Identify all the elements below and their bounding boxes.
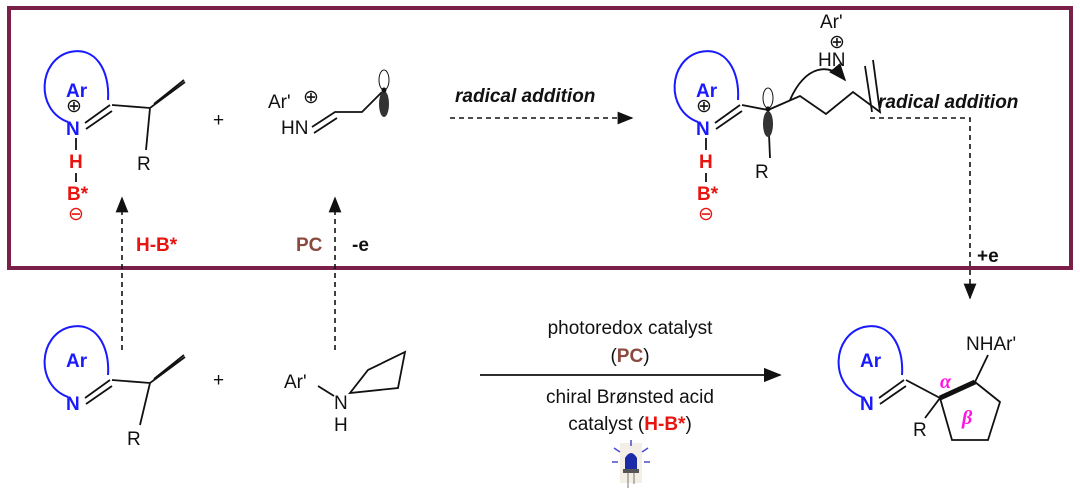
nhar-label: NHAr' xyxy=(966,334,1016,355)
conditions-photocatalyst: photoredox catalyst xyxy=(548,318,713,339)
h-label: H xyxy=(699,152,713,173)
vinylazaarene: Ar N R xyxy=(43,325,186,450)
radical-addition-label-2: radical addition xyxy=(878,92,1018,113)
minus-charge: ⊖ xyxy=(68,204,84,225)
paren: ( xyxy=(610,346,617,367)
plus-charge: ⊕ xyxy=(303,87,319,108)
alpha-label: α xyxy=(940,371,952,393)
r-label: R xyxy=(755,162,769,183)
h-label: H xyxy=(334,415,348,436)
cyclopentylamine-product: Ar N R NHAr' α β xyxy=(837,325,1016,441)
paren: ) xyxy=(685,414,691,435)
r-label: R xyxy=(137,154,151,175)
reduction-label: +e xyxy=(977,246,999,267)
plus-sign: + xyxy=(213,370,224,391)
n-label: N xyxy=(696,119,710,140)
n-label: N xyxy=(66,394,80,415)
text: catalyst ( xyxy=(568,414,645,435)
minus-charge: ⊖ xyxy=(698,204,714,225)
pc-text: PC xyxy=(617,346,644,367)
acid-text: H-B* xyxy=(644,414,686,435)
p-orbital-icon xyxy=(378,69,390,117)
ar-prime-label: Ar' xyxy=(284,372,307,393)
conditions-pc-line: (PC) xyxy=(610,346,649,367)
p-orbital-icon xyxy=(762,87,774,137)
h-label: H xyxy=(69,152,83,173)
radical-addition-label-1: radical addition xyxy=(455,86,595,107)
plus-charge: ⊕ xyxy=(66,96,82,117)
conditions-acid: chiral Brønsted acid xyxy=(546,387,714,408)
ar-prime-label: Ar' xyxy=(820,12,843,33)
paren: ) xyxy=(643,346,649,367)
protonated-vinylazaarene: Ar ⊕ N H B* ⊖ R xyxy=(43,50,186,225)
curved-arrow xyxy=(789,62,847,101)
distonic-radical-cation: Ar' ⊕ HN xyxy=(268,69,390,139)
r-label: R xyxy=(127,429,141,450)
ar-label: Ar xyxy=(66,81,88,102)
beta-label: β xyxy=(961,407,973,429)
n-label: N xyxy=(66,119,80,140)
ar-label: Ar xyxy=(696,81,718,102)
ar-label: Ar xyxy=(66,351,88,372)
pc-label: PC xyxy=(296,235,323,256)
ar-label: Ar xyxy=(860,351,882,372)
conditions-acid-line: catalyst (H-B*) xyxy=(568,414,692,435)
plus-charge: ⊕ xyxy=(829,32,845,53)
blue-led-icon xyxy=(612,440,650,488)
n-label: N xyxy=(334,393,348,414)
cyclopropylamine: Ar' N H xyxy=(284,350,407,436)
oxidation-label: -e xyxy=(352,235,369,256)
n-label: N xyxy=(860,394,874,415)
radical-addition-arrow-2 xyxy=(870,117,977,300)
mechanism-frame xyxy=(7,6,1073,270)
r-label: R xyxy=(913,420,927,441)
ar-prime-label: Ar' xyxy=(268,92,291,113)
acid-label: H-B* xyxy=(136,235,178,256)
radical-adduct: Ar ⊕ N H B* ⊖ R Ar' ⊕ HN xyxy=(673,12,882,225)
hn-label: HN xyxy=(281,118,308,139)
hn-label: HN xyxy=(818,50,845,71)
plus-charge: ⊕ xyxy=(696,96,712,117)
base-label: B* xyxy=(67,184,89,205)
base-label: B* xyxy=(697,184,719,205)
plus-sign: + xyxy=(213,110,224,131)
